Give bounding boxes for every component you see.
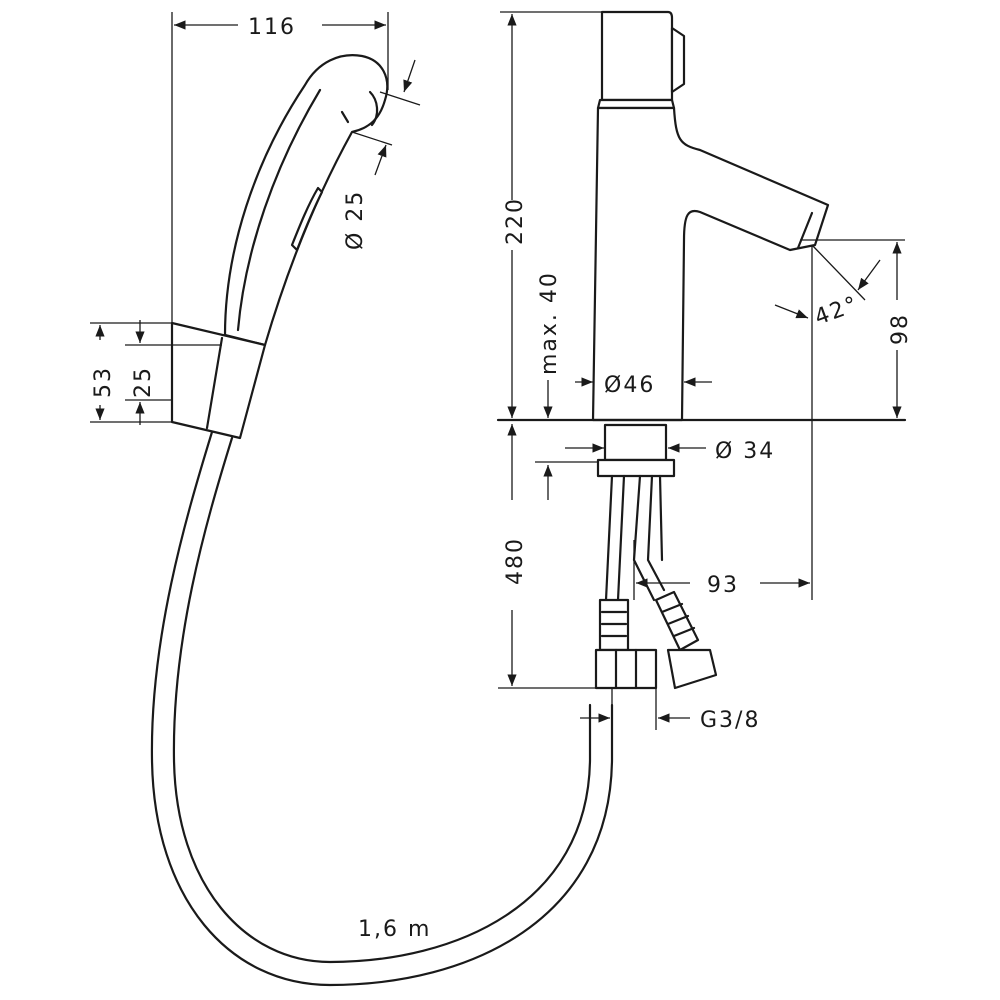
label-connection-g38: G3/8 [700, 708, 760, 733]
label-hose-length: 1,6 m [358, 917, 431, 942]
label-max-40: max. 40 [537, 271, 562, 375]
shower-hose [150, 430, 614, 987]
label-holder-inner: 25 [131, 366, 156, 398]
wall-holder [170, 321, 267, 440]
label-spout-height: 98 [888, 313, 913, 345]
faucet [496, 10, 907, 690]
label-height-220: 220 [503, 197, 528, 245]
label-width-116: 116 [248, 15, 296, 40]
label-holder-height: 53 [91, 366, 116, 398]
hand-shower [223, 54, 389, 347]
label-hose-480: 480 [503, 537, 528, 585]
label-shank-diameter: Ø 34 [715, 439, 775, 464]
dimension-lines [90, 11, 905, 730]
label-projection-93: 93 [707, 573, 739, 598]
label-nozzle-diameter: Ø 25 [343, 190, 368, 250]
label-body-diameter: Ø46 [604, 373, 655, 398]
label-spray-angle: 42° [812, 292, 863, 331]
